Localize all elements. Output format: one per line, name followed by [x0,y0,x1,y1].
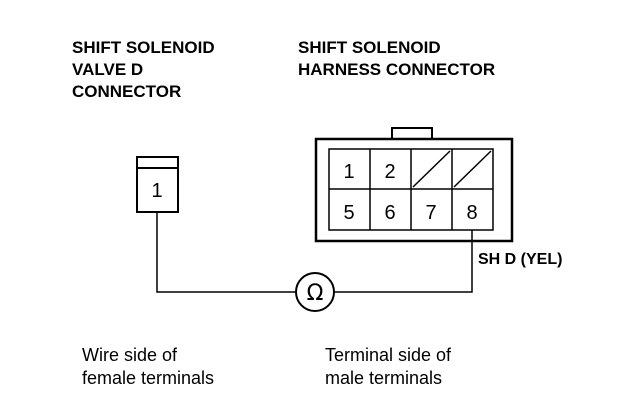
harness-pin-6: 6 [384,202,395,224]
harness-pin-1: 1 [343,161,354,183]
harness-pin-8: 8 [466,202,477,224]
wire-color-label: SH D (YEL) [478,251,562,268]
right-caption-line-1: Terminal side of [325,345,452,365]
left-heading: SHIFT SOLENOID VALVE D CONNECTOR [72,38,215,101]
left-caption-line-1: Wire side of [82,345,178,365]
ohm-icon: Ω [307,281,324,306]
left-heading-line-3: CONNECTOR [72,82,181,101]
left-heading-line-2: VALVE D [72,60,143,79]
probe-wire-left [156,212,296,293]
right-heading-line-1: SHIFT SOLENOID [298,38,441,57]
female-connector: 1 [136,156,179,213]
right-caption-line-2: male terminals [325,368,442,388]
harness-connector: 1 2 5 6 7 8 [314,127,514,243]
right-caption: Terminal side of male terminals [325,345,452,388]
right-heading: SHIFT SOLENOID HARNESS CONNECTOR [298,38,495,79]
harness-pin-7: 7 [425,202,436,224]
harness-pin-5: 5 [343,202,354,224]
harness-connector-body [314,137,514,243]
ohmmeter-symbol [295,272,335,312]
unused-cavity-4-mark [453,150,492,188]
probe-wire-right [334,230,473,293]
unused-cavity-3-mark [412,150,451,188]
right-heading-line-2: HARNESS CONNECTOR [298,60,495,79]
left-heading-line-1: SHIFT SOLENOID [72,38,215,57]
meter-circuit: Ω [156,212,473,312]
left-caption-line-2: female terminals [82,368,214,388]
left-caption: Wire side of female terminals [82,345,214,388]
female-pin-1: 1 [151,180,162,202]
harness-pin-2: 2 [384,161,395,183]
